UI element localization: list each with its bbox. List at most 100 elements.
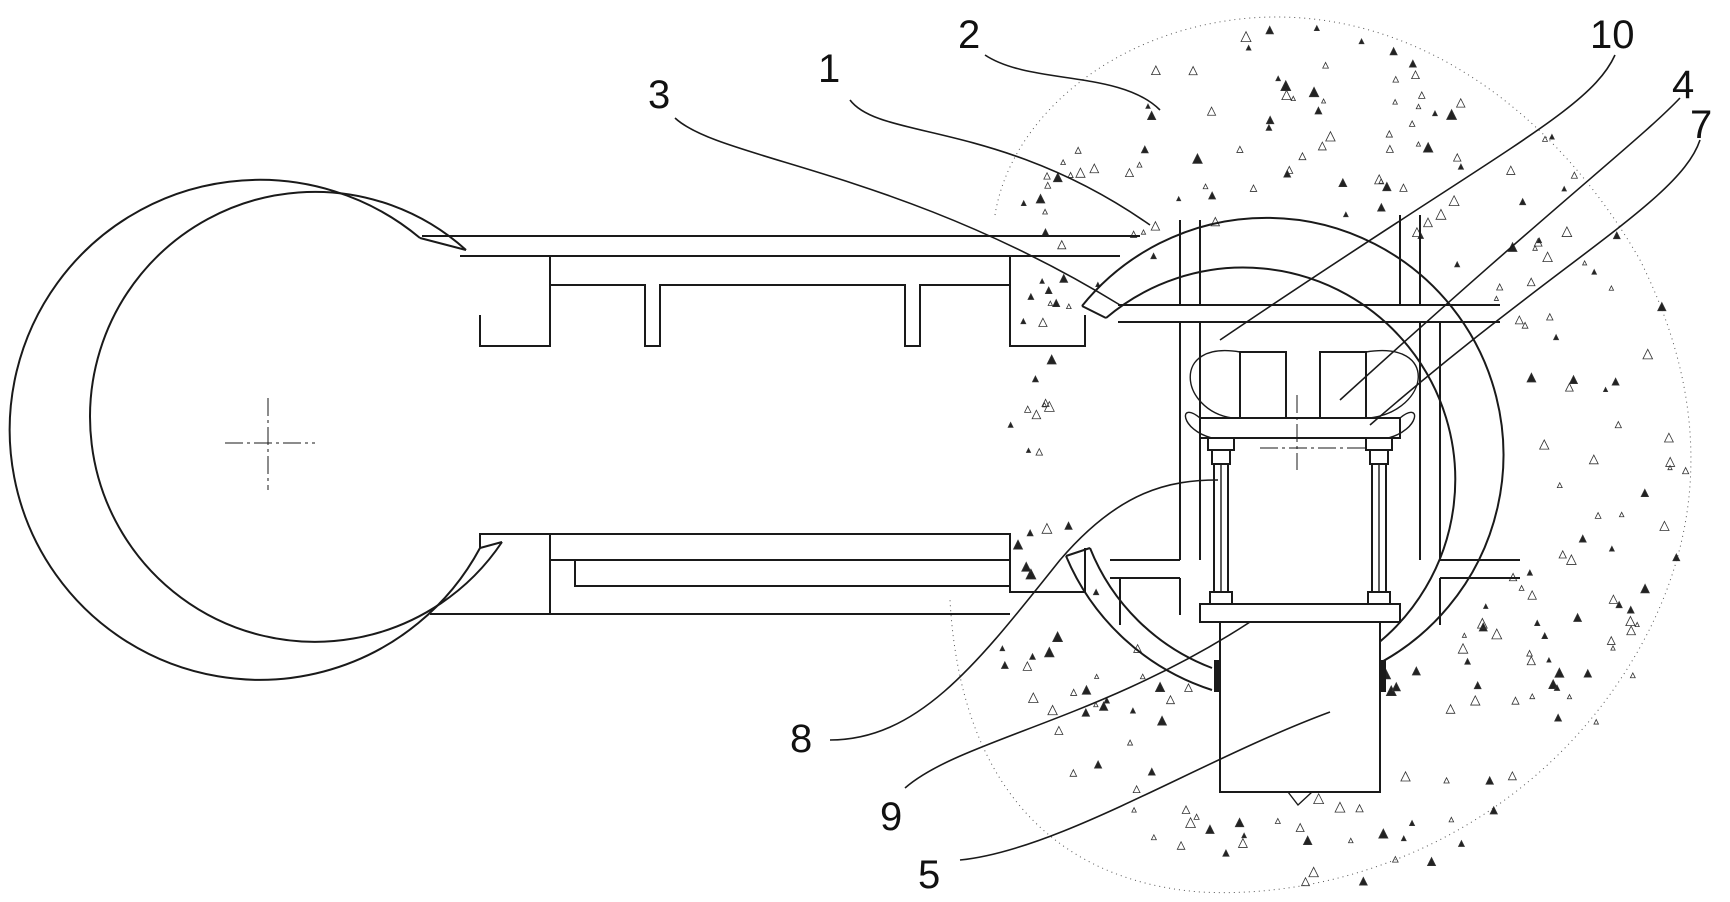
speckle xyxy=(1667,464,1673,471)
speckle xyxy=(1139,673,1146,680)
speckle xyxy=(1095,281,1101,287)
speckle xyxy=(1208,191,1217,200)
speckle xyxy=(1176,195,1182,202)
speckle xyxy=(1043,646,1055,658)
label-3: 3 xyxy=(648,73,670,117)
speckle xyxy=(1124,167,1135,178)
speckle xyxy=(1602,386,1609,393)
speckle xyxy=(1020,199,1027,206)
speckle xyxy=(1320,98,1327,104)
speckle xyxy=(1446,108,1458,120)
speckle xyxy=(1283,169,1292,178)
speckle xyxy=(1518,584,1525,591)
jacking-frame xyxy=(1184,349,1419,623)
speckle xyxy=(1355,803,1364,813)
leader-5 xyxy=(959,711,1331,861)
speckle xyxy=(1593,718,1600,725)
speckle xyxy=(1093,701,1099,708)
support-grid xyxy=(1110,215,1520,625)
speckle xyxy=(1634,621,1640,628)
speckle xyxy=(1193,813,1200,820)
speckle xyxy=(1507,770,1517,781)
speckle xyxy=(1129,230,1138,238)
speckle xyxy=(1581,259,1588,266)
speckle xyxy=(1325,130,1336,142)
speckle xyxy=(1399,183,1408,192)
grout-zone xyxy=(949,16,1692,894)
speckle xyxy=(1234,817,1245,828)
speckle xyxy=(1317,141,1327,151)
speckle xyxy=(1665,456,1676,467)
grout-speckles xyxy=(999,24,1690,887)
speckle xyxy=(1165,694,1176,705)
label-9: 9 xyxy=(880,795,902,839)
speckle xyxy=(1236,145,1244,153)
speckle xyxy=(1338,177,1348,188)
speckle xyxy=(1511,696,1520,705)
speckle xyxy=(1606,635,1616,645)
speckle xyxy=(1553,684,1561,691)
speckle xyxy=(1000,660,1009,669)
label-4: 4 xyxy=(1672,63,1694,107)
speckle xyxy=(1275,75,1282,82)
speckle xyxy=(1249,184,1258,192)
speckle xyxy=(1188,65,1198,76)
speckle xyxy=(1150,833,1158,841)
leader-1 xyxy=(849,99,1151,226)
speckle xyxy=(1237,837,1248,848)
speckle xyxy=(1527,589,1538,600)
speckle xyxy=(1281,89,1292,101)
speckle xyxy=(1222,849,1230,857)
speckle xyxy=(1521,321,1529,329)
speckle xyxy=(1491,628,1503,640)
speckle xyxy=(1506,165,1516,175)
speckle xyxy=(1626,625,1637,636)
speckle xyxy=(1411,666,1421,676)
speckle xyxy=(1031,375,1040,383)
speckle xyxy=(1452,152,1462,162)
speckle xyxy=(1150,220,1161,231)
speckle xyxy=(1578,534,1587,543)
top-plate xyxy=(1199,417,1401,439)
speckle xyxy=(1417,91,1426,99)
leader-8 xyxy=(829,479,1219,741)
speckle xyxy=(1265,115,1275,125)
speckle xyxy=(1308,86,1320,98)
speckle xyxy=(1558,549,1567,559)
speckle xyxy=(1392,98,1399,105)
speckle xyxy=(1408,59,1417,68)
speckle xyxy=(1457,163,1465,170)
leader-10 xyxy=(1219,54,1616,341)
speckle xyxy=(1342,211,1349,218)
speckle xyxy=(1566,693,1573,700)
speckle xyxy=(1431,110,1439,117)
speckle xyxy=(1422,217,1433,228)
speckle xyxy=(1044,286,1053,294)
speckle xyxy=(1618,511,1625,518)
speckle xyxy=(1615,600,1623,609)
speckle xyxy=(1145,103,1151,109)
speckle xyxy=(1514,315,1524,325)
speckle xyxy=(1150,65,1161,76)
left-center-mark xyxy=(225,398,315,490)
leader-4 xyxy=(1339,97,1681,401)
label-5: 5 xyxy=(918,853,940,897)
passage-top xyxy=(422,235,1140,347)
speckle xyxy=(1482,603,1489,609)
speckle xyxy=(1136,161,1143,168)
speckle xyxy=(1081,684,1092,695)
speckle xyxy=(1546,656,1552,663)
speckle xyxy=(1035,193,1046,204)
speckle xyxy=(1554,667,1565,678)
speckle xyxy=(1548,678,1559,689)
speckle xyxy=(1038,317,1048,327)
left-shaft xyxy=(8,178,503,681)
speckle xyxy=(1435,208,1447,220)
speckle xyxy=(1150,252,1158,260)
speckle xyxy=(1681,466,1690,475)
speckle xyxy=(1548,133,1555,140)
speckle xyxy=(1422,141,1434,153)
speckle xyxy=(1608,545,1615,552)
speckle xyxy=(1295,822,1305,832)
speckle xyxy=(1554,713,1563,722)
